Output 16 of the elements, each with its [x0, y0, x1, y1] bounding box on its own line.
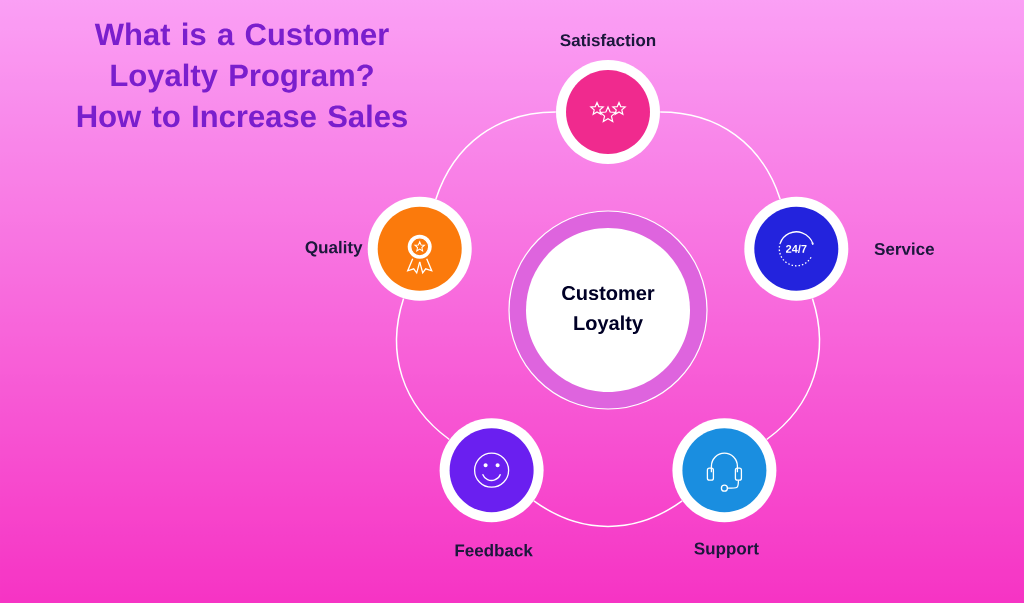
icon-circle	[367, 196, 472, 301]
ring-arc	[765, 297, 821, 441]
title: What is a Customer Loyalty Program? How to Increase Sales	[77, 22, 407, 128]
icon-circle	[672, 418, 777, 523]
ring-arc	[533, 500, 683, 528]
node-label: Satisfaction	[560, 33, 656, 47]
node-label: Feedback	[455, 543, 533, 557]
ring-arc	[435, 111, 557, 200]
ring-arc	[395, 297, 451, 441]
node-label: Quality	[305, 240, 363, 257]
icon-circle	[744, 196, 849, 301]
node-label: Support	[694, 542, 759, 558]
icon-circle	[439, 418, 544, 523]
ring-arc	[659, 111, 781, 200]
icon-circle	[556, 60, 660, 164]
node-label: Service	[874, 242, 934, 256]
